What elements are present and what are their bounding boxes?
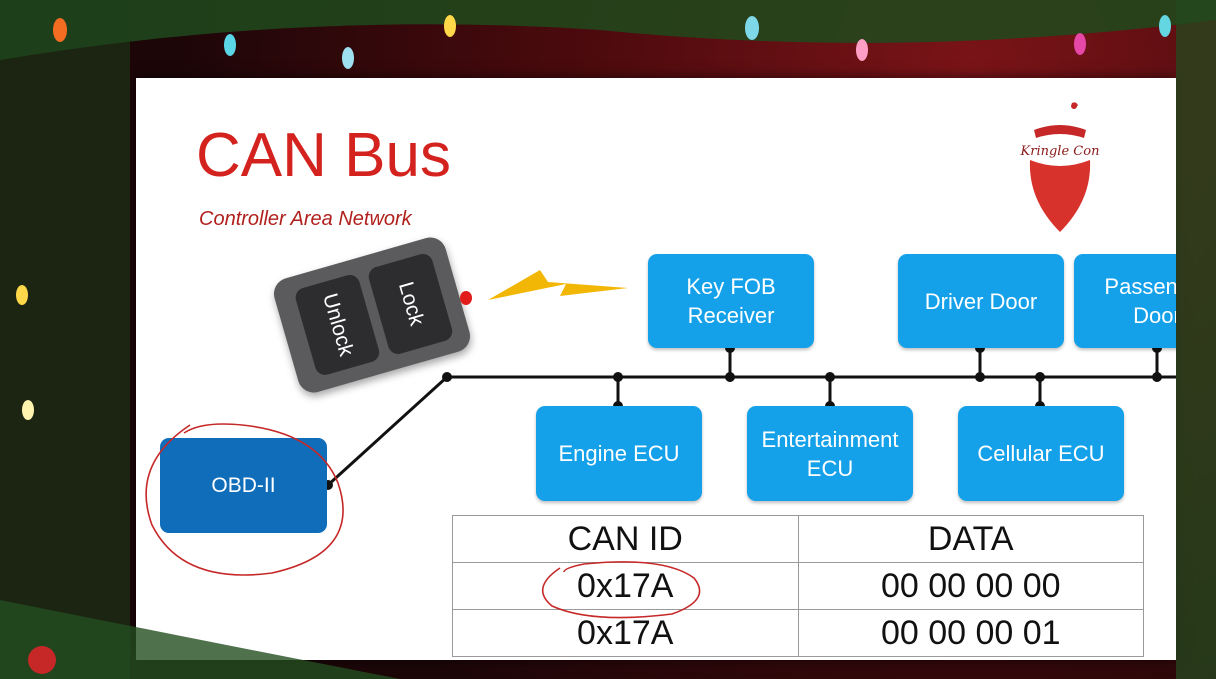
slide-clip: Passenger Door (136, 78, 1176, 660)
column-header-data: DATA (797, 515, 1144, 563)
table-row: 0x17A 00 00 00 01 (452, 609, 1144, 657)
node-cellular-ecu: Cellular ECU (958, 406, 1124, 501)
table-header-row: CAN ID DATA (452, 515, 1144, 563)
data-cell: 00 00 00 01 (797, 609, 1144, 657)
data-cell: 00 00 00 00 (797, 562, 1144, 610)
table-row: 0x17A 00 00 00 00 (452, 562, 1144, 610)
can-id-cell: 0x17A (452, 609, 799, 657)
fob-led-indicator (460, 291, 472, 305)
node-passenger-door: Passenger Door (1074, 254, 1176, 348)
can-message-table: CAN ID DATA 0x17A 00 00 00 00 0x17A 00 0… (452, 515, 1144, 657)
kringlecon-logo: Kringle Con (1020, 102, 1099, 232)
can-id-cell: 0x17A (452, 562, 799, 610)
node-key-fob-receiver: Key FOB Receiver (648, 254, 814, 348)
node-entertainment-ecu: Entertainment ECU (747, 406, 913, 501)
node-driver-door: Driver Door (898, 254, 1064, 348)
slide-title: CAN Bus (196, 121, 451, 190)
logo-text: Kringle Con (1020, 144, 1099, 159)
node-obd-ii: OBD-II (160, 438, 327, 533)
column-header-can-id: CAN ID (452, 515, 799, 563)
slide-subtitle: Controller Area Network (199, 208, 412, 230)
node-engine-ecu: Engine ECU (536, 406, 702, 501)
